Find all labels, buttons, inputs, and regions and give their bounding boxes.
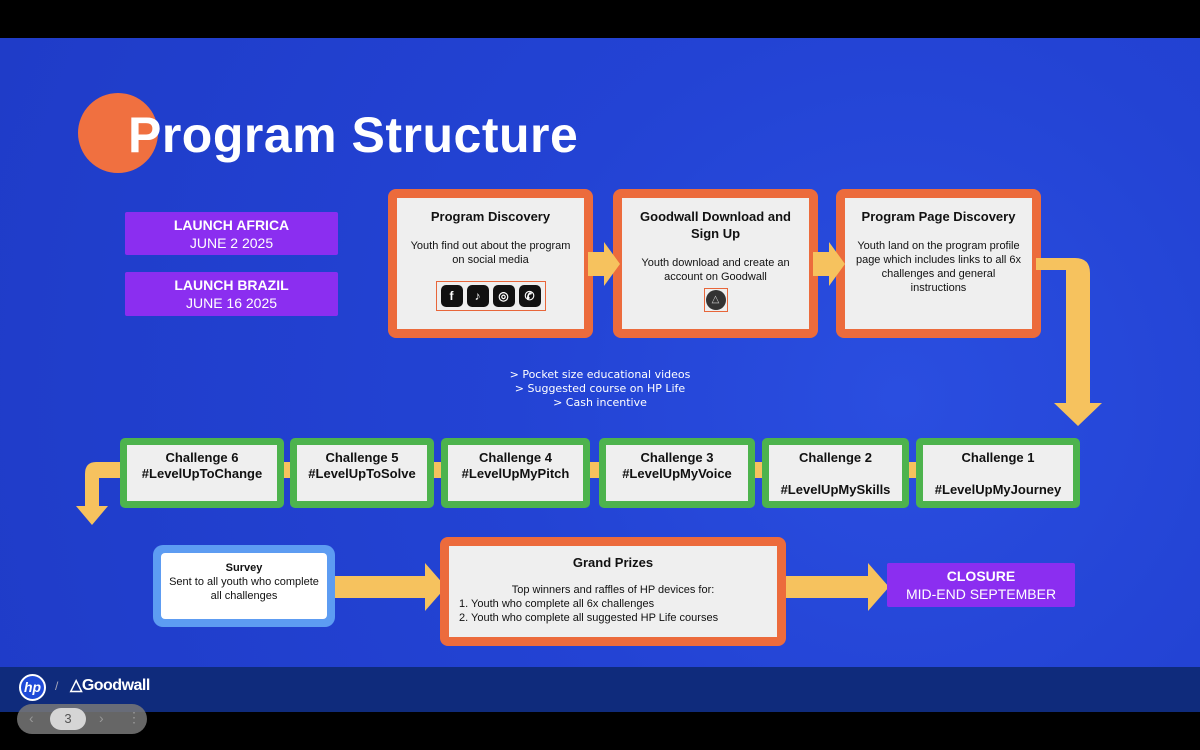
goodwall-triangle-icon: △ bbox=[70, 677, 82, 694]
challenge-hashtag: #LevelUpMyJourney bbox=[934, 482, 1062, 497]
footer-bar: hp / △Goodwall bbox=[0, 667, 1200, 712]
incentive-item: > Cash incentive bbox=[553, 396, 647, 409]
challenge-2: Challenge 2 #LevelUpMySkills bbox=[762, 438, 909, 508]
page-number[interactable]: 3 bbox=[50, 708, 86, 730]
goodwall-logo: △Goodwall bbox=[70, 677, 150, 695]
prizes-title: Grand Prizes bbox=[572, 555, 654, 570]
step-text: Youth land on the program profile page w… bbox=[855, 240, 1022, 294]
closure-date: MID-END SEPTEMBER bbox=[905, 586, 1057, 602]
more-options-icon[interactable]: ⋮ bbox=[127, 709, 141, 725]
step-title: Goodwall Download and Sign Up bbox=[640, 209, 791, 241]
step-title: Program Page Discovery bbox=[861, 209, 1016, 224]
launch-label: LAUNCH BRAZIL bbox=[174, 277, 289, 293]
step-title: Program Discovery bbox=[430, 209, 551, 224]
step-text: Youth find out about the program on soci… bbox=[410, 240, 571, 266]
survey-text: Sent to all youth who complete all chall… bbox=[169, 576, 319, 602]
prizes-intro: Top winners and raffles of HP devices fo… bbox=[511, 584, 715, 596]
prize-item: 1. Youth who complete all 6x challenges bbox=[459, 598, 655, 610]
page-title: Program Structure bbox=[128, 107, 579, 163]
arrow-right-icon bbox=[588, 242, 620, 286]
challenge-name: Challenge 6 bbox=[165, 450, 239, 465]
elbow-arrow-down-icon bbox=[76, 462, 121, 525]
elbow-arrow-down-icon bbox=[1036, 258, 1102, 426]
step-goodwall-signup: Goodwall Download and Sign Up Youth downl… bbox=[613, 189, 818, 338]
step-text: Youth download and create an account on … bbox=[641, 257, 790, 283]
challenge-name: Challenge 3 bbox=[640, 450, 714, 465]
launch-label: LAUNCH AFRICA bbox=[173, 217, 290, 233]
launch-date: JUNE 16 2025 bbox=[185, 295, 278, 311]
next-slide-button[interactable]: › bbox=[99, 710, 104, 726]
slide: Program Structure LAUNCH AFRICA JUNE 2 20… bbox=[0, 38, 1200, 712]
prev-slide-button[interactable]: ‹ bbox=[29, 710, 34, 726]
facebook-icon: f bbox=[440, 285, 463, 307]
challenge-name: Challenge 4 bbox=[479, 450, 552, 465]
arrow-right-icon bbox=[781, 563, 889, 611]
challenge-hashtag: #LevelUpToChange bbox=[141, 466, 263, 481]
challenge-name: Challenge 5 bbox=[325, 450, 399, 465]
challenge-3: Challenge 3#LevelUpMyVoice bbox=[599, 438, 755, 508]
tiktok-icon: ♪ bbox=[466, 285, 489, 307]
challenge-name: Challenge 1 bbox=[961, 450, 1035, 465]
hp-logo: hp bbox=[19, 674, 46, 701]
prize-item: 2. Youth who complete all suggested HP L… bbox=[459, 612, 719, 624]
challenge-hashtag: #LevelUpMyVoice bbox=[622, 466, 732, 481]
challenge-5: Challenge 5#LevelUpToSolve bbox=[290, 438, 434, 508]
challenge-hashtag: #LevelUpToSolve bbox=[308, 466, 416, 481]
arrow-right-icon bbox=[813, 242, 845, 286]
whatsapp-icon: ✆ bbox=[518, 285, 541, 307]
challenge-hashtag: #LevelUpMySkills bbox=[780, 482, 891, 497]
challenge-6: Challenge 6#LevelUpToChange bbox=[120, 438, 284, 508]
instagram-icon: ◎ bbox=[492, 285, 515, 307]
arrow-right-icon bbox=[335, 563, 446, 611]
launch-date: JUNE 2 2025 bbox=[189, 235, 274, 251]
closure-badge: CLOSURE MID-END SEPTEMBER bbox=[887, 563, 1075, 607]
incentives-list: > Pocket size educational videos > Sugge… bbox=[470, 368, 730, 410]
challenge-hashtag: #LevelUpMyPitch bbox=[461, 466, 570, 481]
challenge-name: Challenge 2 bbox=[799, 450, 872, 465]
launch-africa: LAUNCH AFRICA JUNE 2 2025 bbox=[125, 212, 338, 255]
closure-label: CLOSURE bbox=[946, 568, 1016, 584]
incentive-item: > Suggested course on HP Life bbox=[514, 382, 686, 395]
goodwall-app-icon: △ bbox=[705, 290, 726, 310]
incentive-item: > Pocket size educational videos bbox=[509, 368, 691, 381]
goodwall-wordmark: Goodwall bbox=[81, 677, 151, 694]
title-circle-decoration bbox=[78, 93, 158, 173]
launch-brazil: LAUNCH BRAZIL JUNE 16 2025 bbox=[125, 272, 338, 316]
survey-title: Survey bbox=[225, 562, 263, 574]
slide-pager: ‹ 3 › ⋮ bbox=[17, 704, 147, 734]
challenge-4: Challenge 4#LevelUpMyPitch bbox=[441, 438, 590, 508]
logo-separator: / bbox=[55, 679, 59, 693]
challenge-1: Challenge 1 #LevelUpMyJourney bbox=[916, 438, 1080, 508]
